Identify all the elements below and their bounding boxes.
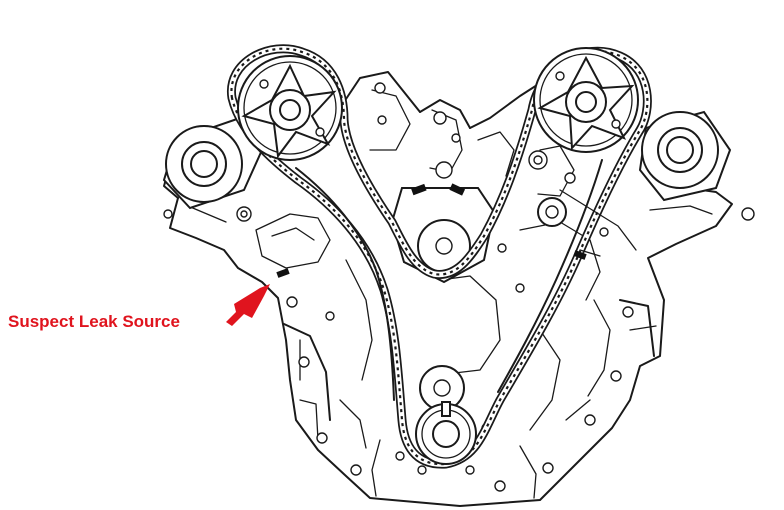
right-idler-pulley <box>638 110 732 202</box>
left-cam-sprocket <box>237 55 343 161</box>
right-cam-sprocket <box>533 47 639 153</box>
center-idler-sprocket <box>390 161 496 284</box>
timing-marks <box>276 183 587 278</box>
left-idler-pulley <box>162 116 264 210</box>
crankshaft-sprocket <box>415 401 477 475</box>
lower-idler-sprocket <box>419 197 567 411</box>
timing-chain <box>227 44 652 469</box>
leak-pointer-arrow-icon <box>226 284 270 326</box>
chain-guides <box>295 159 637 401</box>
suspect-leak-source-label: Suspect Leak Source <box>8 312 180 331</box>
